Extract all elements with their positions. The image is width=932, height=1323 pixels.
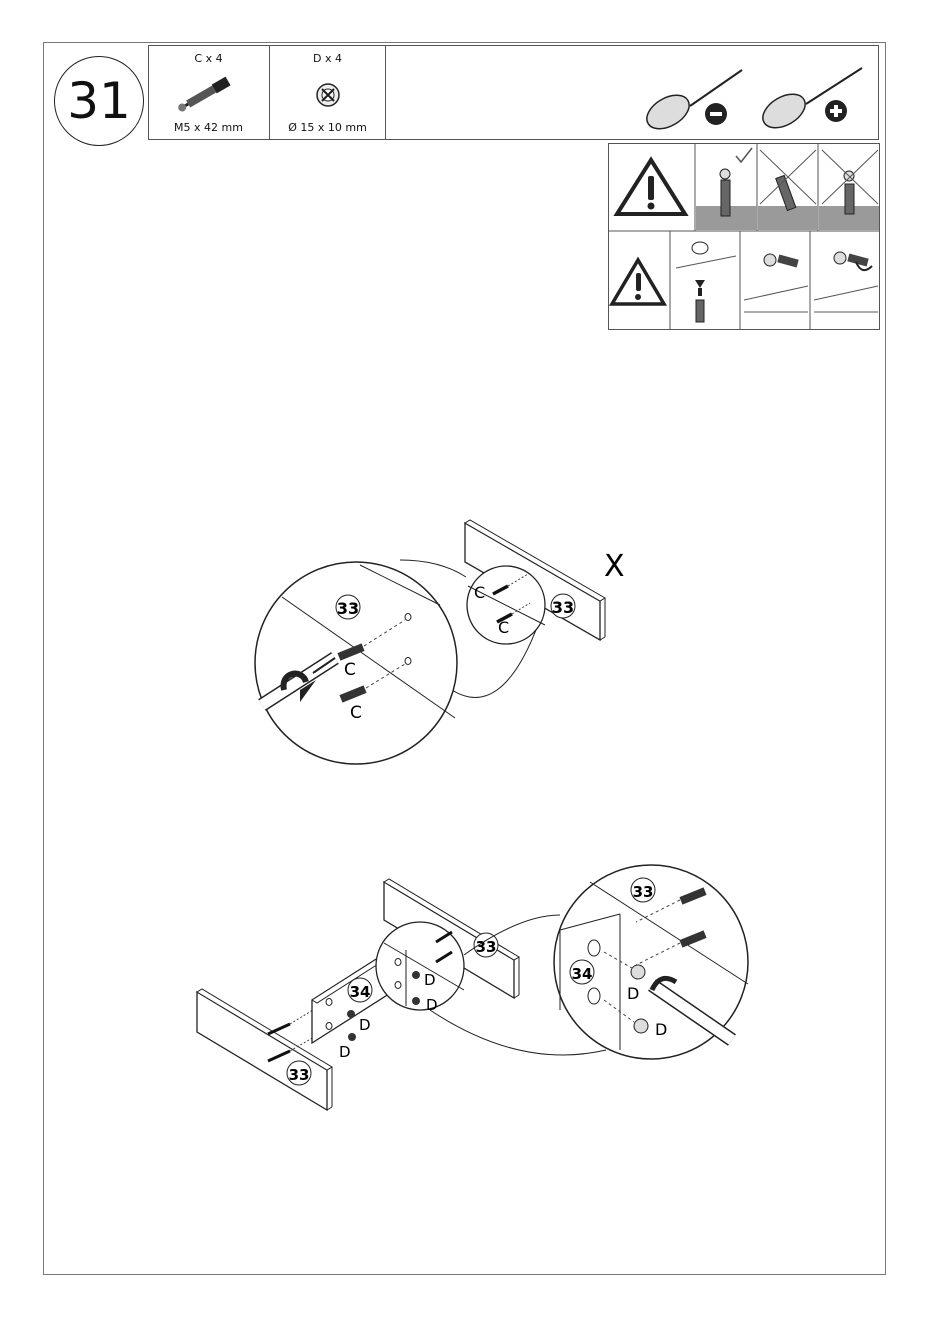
panel-label-33: 33 [289,1066,310,1084]
panel-label-34: 34 [350,983,371,1001]
part-label-d: D [339,1043,351,1061]
detail-part-label-d: D [655,1020,667,1039]
detail-panel-label-33: 33 [633,883,654,901]
part-label-d: D [424,971,436,989]
detail-part-label-d: D [627,984,639,1003]
detail-panel-label-34: 34 [572,965,593,983]
detail-circle-small [376,922,464,1010]
part-label-d: D [359,1016,371,1034]
bottom-assembly-diagram: 33 34 D D D D 33 33 34 D D [0,0,932,1150]
